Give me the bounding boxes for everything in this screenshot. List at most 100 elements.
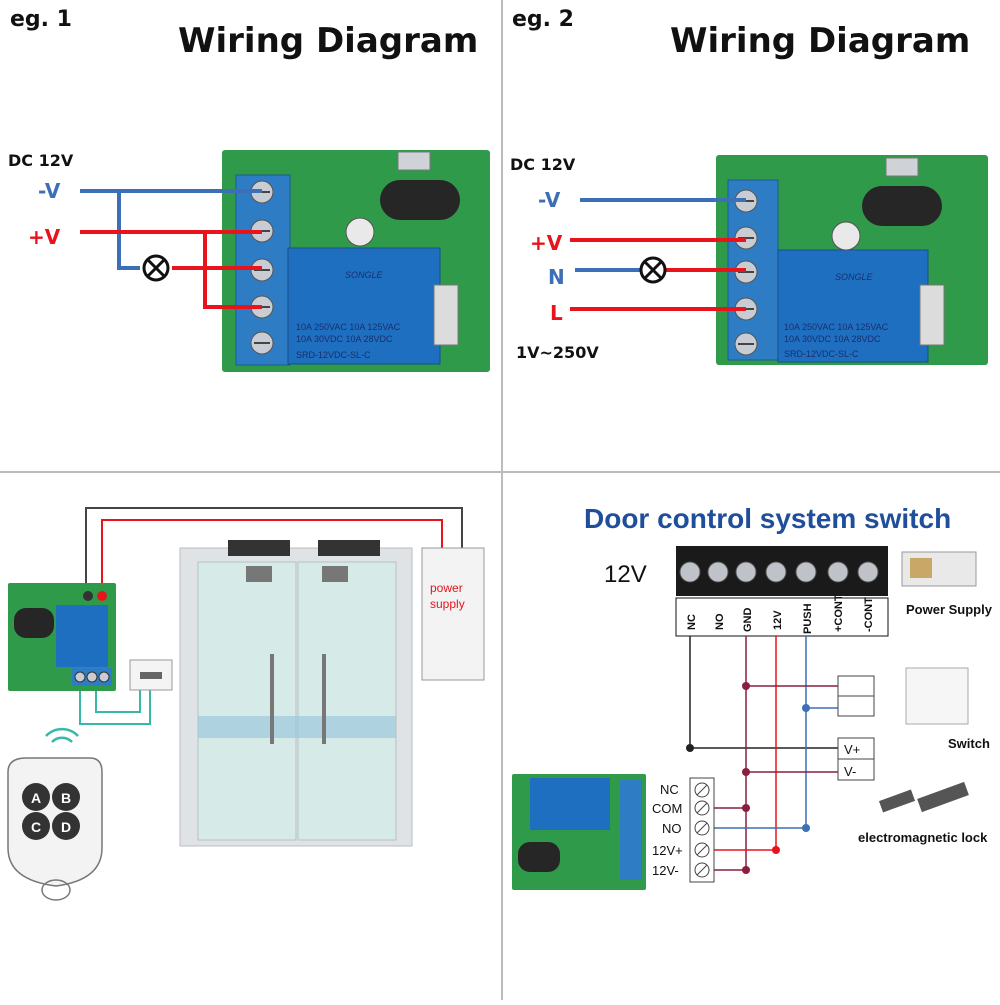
terminal-label-ncont: -CONT — [863, 597, 875, 632]
relay-spec-1: 10A 250VAC 10A 125VAC — [784, 322, 889, 332]
terminal-label-nc: NC — [686, 614, 698, 630]
glass-band — [198, 716, 396, 738]
vplus-label: V+ — [844, 742, 860, 757]
wall-switch — [905, 667, 969, 725]
terminal-label-pcont: +CONT — [833, 594, 845, 632]
remote-button-a — [22, 783, 50, 811]
remote-button-d — [52, 812, 80, 840]
pos-branch-wire — [203, 232, 262, 309]
teal-wire-1 — [79, 682, 151, 725]
capacitor — [345, 217, 375, 247]
terminal-label-gnd: GND — [742, 608, 754, 633]
electromagnetic-lock-device — [878, 781, 969, 813]
panel2-range-label: 1V~250V — [516, 343, 599, 362]
panel2-l-label: L — [550, 301, 563, 325]
power-supply-device — [901, 551, 977, 587]
relay-module — [56, 605, 108, 667]
relay-terminal-12vplus: 12V+ — [652, 843, 683, 858]
remote-control: A B C D — [7, 727, 103, 901]
relay-spec-1: 10A 250VAC 10A 125VAC — [296, 322, 401, 332]
push-wire — [706, 636, 807, 829]
power-supply-label: power supply — [430, 581, 466, 611]
panel-door-install: power supply A B C D — [7, 507, 485, 901]
relay-model: SRD-12VDC-SL-C — [296, 350, 371, 360]
remote-button-c — [22, 812, 50, 840]
lock-caption: electromagnetic lock — [858, 830, 988, 845]
12v-wire — [706, 636, 777, 851]
wire-terminal-red — [97, 591, 107, 601]
panel2-neg-label: -V — [538, 188, 561, 212]
remote-buttons: A B C D — [22, 783, 80, 840]
relay-brand: SONGLE — [345, 270, 384, 280]
controller-terminal-strip: NC NO GND 12V PUSH +CONT -CONT — [675, 546, 889, 637]
remote-button-d-label: D — [61, 819, 71, 835]
power-supply-word-2: supply — [430, 597, 465, 611]
terminal-block — [620, 780, 642, 880]
relay-board-small — [8, 583, 116, 691]
terminal-label-no: NO — [714, 613, 726, 630]
relay-board-p4 — [512, 774, 646, 890]
relay-module — [287, 247, 441, 365]
panel2-supply-label: DC 12V — [510, 155, 576, 174]
door-leaf-left — [197, 561, 297, 841]
panel-door-control: Door control system switch 12V NC NO GND… — [512, 503, 993, 890]
remote-button-c-label: C — [31, 819, 41, 835]
relay-module — [530, 778, 610, 830]
relay-module — [777, 249, 929, 363]
remote-button-b — [52, 783, 80, 811]
power-supply-caption: Power Supply — [906, 602, 993, 617]
relay-spec-2: 10A 30VDC 10A 28VDC — [296, 334, 393, 344]
panel1-pos-label: +V — [28, 225, 61, 249]
panel2-n-label: N — [548, 265, 565, 289]
exit-button-key — [140, 672, 162, 679]
neg-branch-wire — [117, 191, 140, 270]
remote-button-a-label: A — [31, 790, 41, 806]
lamp-icon — [639, 256, 667, 284]
antenna-coil — [862, 186, 942, 226]
button-tactile — [397, 151, 431, 171]
nc-wire — [689, 636, 838, 749]
lock-right — [318, 540, 380, 556]
wire-terminal-black — [83, 591, 93, 601]
panel1-title: Wiring Diagram — [178, 21, 478, 61]
panel4-voltage: 12V — [604, 561, 647, 588]
capacitor — [831, 221, 861, 251]
relay-spec-2: 10A 30VDC 10A 28VDC — [784, 334, 881, 344]
relay-terminal-12vminus: 12V- — [652, 863, 679, 878]
terminal-strip-screws — [679, 561, 879, 583]
panel2-pos-label: +V — [530, 231, 563, 255]
antenna-coil — [380, 180, 460, 220]
panel-eg2: eg. 2 Wiring Diagram DC 12V -V +V N L 1V… — [510, 7, 988, 365]
exit-button — [129, 659, 173, 691]
remote-button-b-label: B — [61, 790, 71, 806]
antenna-coil — [518, 842, 560, 872]
red-wire — [101, 519, 443, 587]
antenna-coil — [14, 608, 54, 638]
armature-left — [246, 566, 272, 582]
side-switch — [433, 284, 459, 346]
signal-icon — [45, 727, 79, 743]
handle-left — [270, 654, 274, 744]
panel2-tag: eg. 2 — [512, 7, 574, 32]
transformer — [910, 558, 932, 578]
relay-terminal-nc: NC — [660, 782, 679, 797]
relay-terminal-column — [689, 777, 715, 883]
panel1-tag: eg. 1 — [10, 7, 72, 32]
relay-board: SONGLE 10A 250VAC 10A 125VAC 10A 30VDC 1… — [222, 150, 490, 372]
terminal-label-12v: 12V — [772, 610, 784, 630]
switch-plate — [905, 667, 969, 725]
panel2-wires — [570, 198, 746, 311]
power-supply-case — [421, 547, 485, 681]
relay-terminal-no: NO — [662, 821, 682, 836]
relay-brand: SONGLE — [835, 272, 874, 282]
panel1-neg-label: -V — [38, 179, 61, 203]
panel-eg1: eg. 1 Wiring Diagram DC 12V -V +V SONGLE… — [8, 7, 490, 372]
power-supply-word-1: power — [430, 581, 463, 595]
door-leaf-right — [297, 561, 397, 841]
panel2-title: Wiring Diagram — [670, 21, 970, 61]
switch-caption: Switch — [948, 736, 990, 751]
terminal-label-strip — [675, 597, 889, 637]
power-supply-box: power supply — [421, 547, 485, 681]
panel1-wires — [80, 189, 262, 309]
